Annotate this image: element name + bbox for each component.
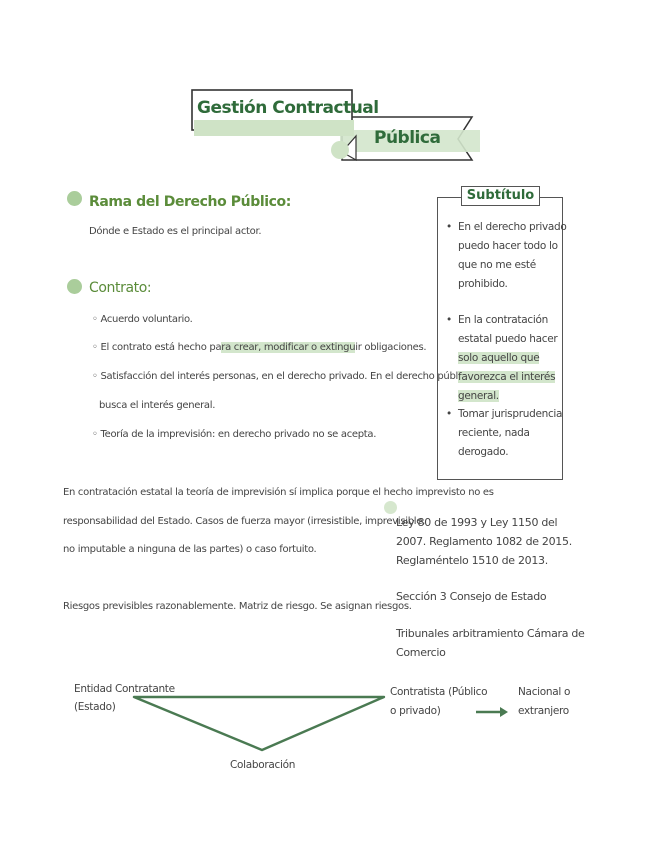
contrato-item-3b: busca el interés general. xyxy=(99,400,216,411)
ley-note: Ley 80 de 1993 y Ley 1150 del 2007. Regl… xyxy=(396,516,572,567)
section-heading-contrato: Contrato: xyxy=(89,280,152,296)
banner-title-line1: Gestión Contractual xyxy=(197,98,379,118)
sidebar-title: Subtítulo xyxy=(466,188,535,203)
sidebar-item-1: • En el derecho privado puedo hacer todo… xyxy=(446,221,567,290)
rama-text: Dónde e Estado es el principal actor. xyxy=(89,226,262,237)
paragraph-line-4: Riesgos previsibles razonablemente. Matr… xyxy=(63,601,412,612)
bullet-dot xyxy=(67,279,82,294)
collaboration-triangle xyxy=(132,695,386,752)
section-heading-rama: Rama del Derecho Público: xyxy=(89,194,291,210)
diagram-arrow-target: Nacional o extranjero xyxy=(518,686,571,717)
diagram-bottom-label: Colaboración xyxy=(230,759,296,771)
bullet-dot xyxy=(67,191,82,206)
arrow-head-icon xyxy=(500,707,508,717)
paragraph-line-1: En contratación estatal la teoría de imp… xyxy=(63,487,494,498)
sidebar-item-3: • Tomar jurisprudencia reciente, nada de… xyxy=(446,408,563,458)
paragraph-line-2: responsabilidad del Estado. Casos de fue… xyxy=(63,516,425,527)
banner-title-line2: Pública xyxy=(374,128,441,148)
highlight: ra crear, modificar o extingu xyxy=(221,342,356,353)
contrato-item-4: ◦ Teoría de la imprevisión: en derecho p… xyxy=(92,429,377,440)
seccion-note: Sección 3 Consejo de Estado xyxy=(396,590,547,603)
sidebar-item-2: • En la contratación estatal puedo hacer… xyxy=(446,314,558,402)
banner-ribbon-graphic xyxy=(191,89,480,162)
diagram-left-label: Entidad Contratante (Estado) xyxy=(74,683,175,713)
diagram-right-label: Contratista (Público o privado) xyxy=(390,686,488,717)
contrato-item-1: ◦ Acuerdo voluntario. xyxy=(92,314,193,325)
highlight: solo aquello que xyxy=(458,352,540,364)
paragraph-line-3: no imputable a ninguna de las partes) o … xyxy=(63,544,317,555)
tribunales-note: Tribunales arbitramiento Cámara de Comer… xyxy=(396,627,585,659)
contrato-item-3a: ◦ Satisfacción del interés personas, en … xyxy=(92,371,472,382)
highlight: favorezca el interés xyxy=(458,371,556,383)
contrato-item-2: ◦ El contrato está hecho para crear, mod… xyxy=(92,342,427,353)
highlight: general. xyxy=(458,390,499,402)
bullet-dot xyxy=(384,501,397,514)
sidebar-title-box: Subtítulo xyxy=(461,186,540,206)
